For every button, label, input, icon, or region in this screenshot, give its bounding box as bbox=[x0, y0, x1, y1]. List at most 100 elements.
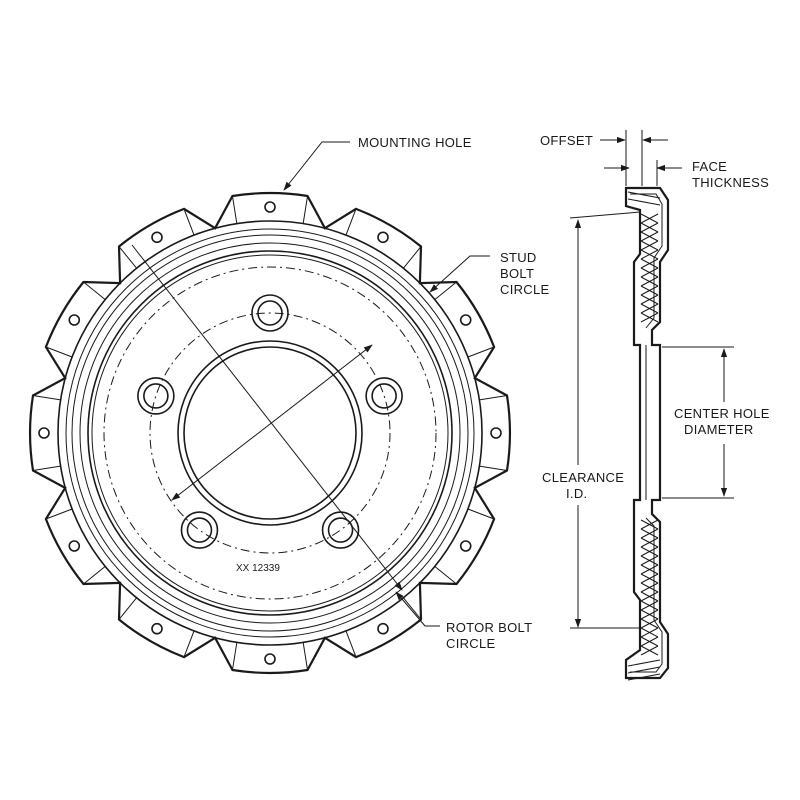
flange-ring bbox=[71, 234, 469, 632]
hatch-line bbox=[640, 519, 659, 530]
stud-bolt-circle-label-1: STUD bbox=[500, 250, 537, 265]
clearance-ext-top bbox=[569, 211, 641, 219]
hatch-line bbox=[640, 636, 659, 647]
stud-hole-outer bbox=[180, 511, 219, 549]
hat-face-ring bbox=[87, 250, 453, 616]
center-hole-inner bbox=[183, 346, 357, 520]
mounting-hole bbox=[377, 622, 389, 635]
hatch-line bbox=[640, 609, 659, 620]
hatch-line bbox=[627, 659, 661, 667]
tab-edge bbox=[302, 642, 309, 671]
tab-edge bbox=[302, 195, 309, 224]
stud-bolt-circle-leader bbox=[429, 255, 490, 293]
mounting-hole bbox=[264, 201, 276, 213]
tab-edge bbox=[83, 566, 106, 585]
stud-hole-inner bbox=[257, 300, 283, 326]
hatch-line bbox=[640, 249, 659, 260]
hatch-line bbox=[640, 591, 659, 602]
mounting-hole bbox=[151, 622, 163, 635]
tab-edge bbox=[32, 465, 61, 472]
clearance-label-1: CLEARANCE bbox=[542, 470, 624, 485]
mounting-hole-label: MOUNTING HOLE bbox=[358, 135, 472, 150]
flange-ring bbox=[79, 242, 461, 624]
rotor-bolt-circle-label-1: ROTOR BOLT bbox=[446, 620, 532, 635]
tab-edge bbox=[403, 246, 422, 269]
face-thickness-label-1: FACE bbox=[692, 159, 727, 174]
hatch-line bbox=[640, 555, 659, 566]
tab-edge bbox=[467, 346, 495, 358]
tab-edge bbox=[231, 642, 238, 671]
mounting-hole bbox=[38, 427, 50, 439]
rotor-bolt-circle-label-2: CIRCLE bbox=[446, 636, 496, 651]
hatch-line bbox=[640, 564, 659, 575]
tab-edge bbox=[434, 566, 457, 585]
hatch-line bbox=[640, 222, 659, 233]
hat-outer-outline bbox=[28, 191, 512, 675]
tab-edge bbox=[467, 508, 495, 520]
tab-edge bbox=[479, 394, 508, 401]
stud-hole-inner bbox=[186, 517, 213, 543]
hatch-line bbox=[640, 303, 659, 314]
hatch-line bbox=[640, 600, 659, 611]
front-view: XX 12339 bbox=[28, 191, 512, 675]
hat-face-inner-ring bbox=[91, 254, 449, 612]
mounting-hole-diagonal bbox=[131, 244, 403, 591]
hatch-line bbox=[640, 231, 659, 242]
tab-edge bbox=[118, 246, 137, 269]
side-profile-inner bbox=[630, 193, 663, 673]
rotor-bolt-circle-leader bbox=[395, 591, 440, 627]
tab-edge bbox=[479, 465, 508, 472]
tab-edge bbox=[45, 508, 73, 520]
hatch-line bbox=[640, 618, 659, 629]
face-thickness-label-2: THICKNESS bbox=[692, 175, 769, 190]
hat-flange-rings bbox=[57, 220, 483, 646]
stud-hole-inner bbox=[327, 517, 354, 543]
hatch-line bbox=[640, 294, 659, 305]
side-view bbox=[624, 186, 670, 681]
mounting-hole bbox=[264, 653, 276, 665]
offset-label: OFFSET bbox=[540, 133, 593, 148]
stud-hole-outer bbox=[251, 294, 289, 332]
mounting-hole bbox=[459, 540, 472, 552]
tab-edge bbox=[345, 208, 357, 236]
mounting-hole-leader bbox=[283, 141, 350, 191]
stud-bolt-circle-line bbox=[149, 312, 391, 554]
mounting-hole bbox=[68, 540, 81, 552]
hatch-line bbox=[640, 627, 659, 638]
stud-bolt-circle-label-3: CIRCLE bbox=[500, 282, 550, 297]
mounting-hole bbox=[459, 314, 472, 326]
hatch-line bbox=[640, 546, 659, 557]
hatch-line bbox=[640, 258, 659, 269]
tab-edge bbox=[118, 597, 137, 620]
side-profile-outer bbox=[624, 186, 670, 680]
hatch-line bbox=[640, 285, 659, 296]
part-number: XX 12339 bbox=[236, 563, 280, 574]
hatch-line bbox=[640, 537, 659, 548]
stud-bolt-circle-label-2: BOLT bbox=[500, 266, 534, 281]
section-hatching bbox=[627, 191, 661, 681]
stud-circle-dimension bbox=[171, 344, 373, 501]
mounting-hole bbox=[151, 231, 163, 244]
hatch-line bbox=[640, 573, 659, 584]
center-hole-label-1: CENTER HOLE bbox=[674, 406, 770, 421]
hatch-line bbox=[640, 276, 659, 287]
tab-edge bbox=[403, 597, 422, 620]
clearance-label-2: I.D. bbox=[566, 486, 587, 501]
tab-edge bbox=[32, 394, 61, 401]
stud-hole-inner bbox=[143, 383, 169, 409]
tab-edge bbox=[231, 195, 238, 224]
mounting-holes bbox=[38, 201, 502, 665]
hatch-line bbox=[640, 528, 659, 539]
rotor-bolt-circle-line bbox=[103, 266, 437, 600]
hatch-line bbox=[640, 645, 659, 656]
mounting-hole bbox=[377, 231, 389, 244]
tab-edge bbox=[83, 281, 106, 300]
stud-hole-inner bbox=[371, 383, 397, 409]
hatch-line bbox=[640, 213, 659, 224]
center-hole-outer bbox=[177, 340, 363, 526]
hatch-line bbox=[640, 312, 659, 323]
hatch-line bbox=[640, 582, 659, 593]
hatch-line bbox=[627, 198, 661, 206]
mounting-hole bbox=[490, 427, 502, 439]
